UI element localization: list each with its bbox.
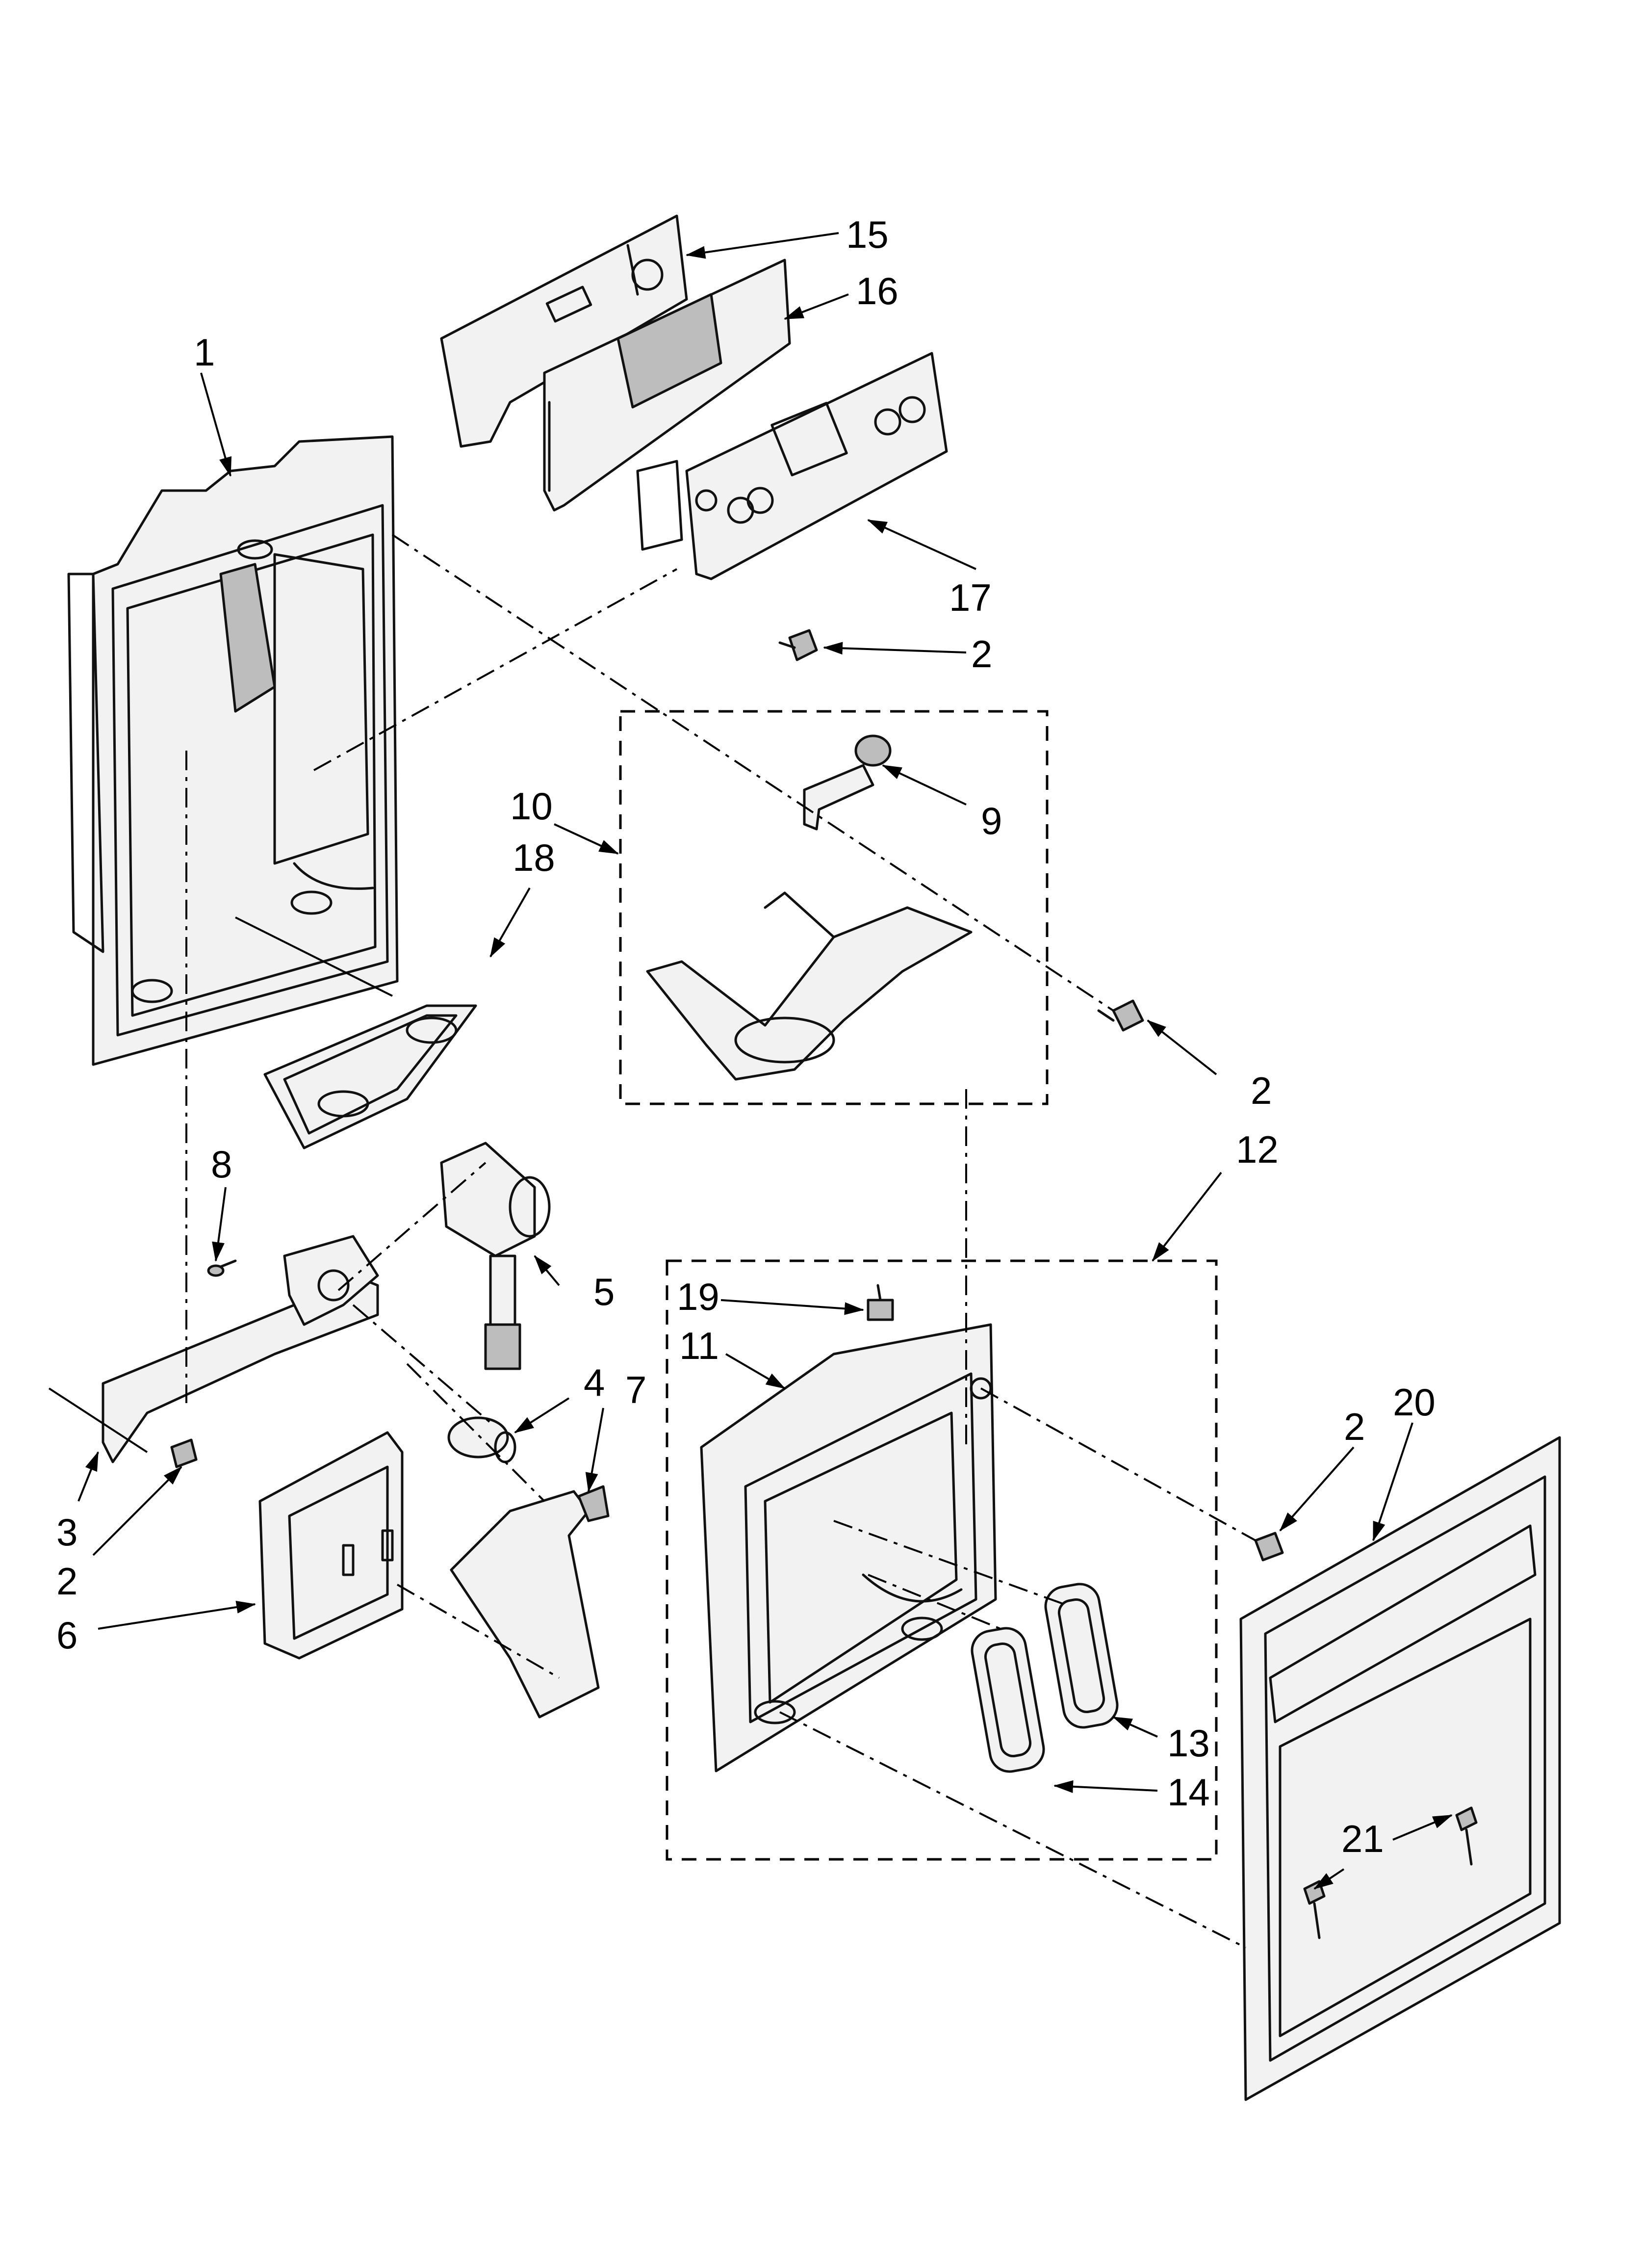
callout-20: 20: [1393, 1381, 1436, 1424]
callout-8: 8: [211, 1143, 232, 1186]
part-15-bracket: [440, 214, 688, 448]
callout-15: 15: [846, 213, 889, 256]
callout-16: 16: [856, 269, 898, 313]
leader-lines: [77, 232, 1453, 1890]
callout-2b: 2: [1251, 1069, 1272, 1112]
part-9-fitting: [803, 734, 892, 831]
part-14-pad: [971, 1627, 1045, 1773]
callout-1: 1: [194, 331, 215, 374]
callout-2c: 2: [56, 1560, 77, 1603]
callout-12: 12: [1236, 1128, 1279, 1171]
callout-10: 10: [510, 784, 553, 828]
callout-2d: 2: [1344, 1405, 1365, 1448]
part-2-screw-a: [778, 629, 818, 661]
part-2-screw-c: [170, 1438, 198, 1468]
callout-6: 6: [56, 1614, 77, 1657]
callout-7: 7: [625, 1368, 646, 1411]
part-19-switch: [867, 1284, 894, 1321]
callout-17: 17: [949, 576, 992, 619]
part-7-lever: [450, 1485, 610, 1719]
part-3-bracket: [102, 1235, 379, 1463]
part-18-drip-tray: [263, 1004, 477, 1149]
callout-18: 18: [513, 836, 555, 879]
callout-4: 4: [584, 1361, 605, 1404]
part-11-frame: [700, 1323, 997, 1773]
alignment-lines: [48, 534, 1256, 1949]
callout-19: 19: [677, 1275, 719, 1318]
part-5-motor: [440, 1142, 551, 1370]
assembly-10-box: [619, 710, 1049, 1105]
callout-3: 3: [56, 1511, 77, 1554]
callout-21: 21: [1341, 1817, 1384, 1860]
assembly-12-box: [666, 1259, 1218, 1861]
part-13-pad: [1044, 1583, 1119, 1729]
part-1-dispenser-housing: [67, 435, 399, 1066]
callouts: 1 15 16 17 2 9 10 18 2 12 8 5 4 7 3 2 6 …: [56, 213, 1436, 1860]
callout-11: 11: [679, 1324, 719, 1367]
part-8-pin: [207, 1259, 237, 1277]
part-10-chute: [646, 891, 973, 1081]
part-2-screw-d: [1254, 1532, 1284, 1562]
callout-5: 5: [593, 1270, 615, 1313]
part-20-front-panel: [1239, 1436, 1561, 2101]
part-6-switch-cover: [258, 1431, 404, 1660]
callout-14: 14: [1167, 1771, 1210, 1814]
part-2-screw-b: [1097, 999, 1144, 1032]
callout-2a: 2: [971, 632, 992, 676]
callout-9: 9: [981, 799, 1002, 842]
part-4-knob: [447, 1416, 516, 1463]
callout-13: 13: [1167, 1721, 1210, 1765]
part-17-control-panel: [636, 352, 948, 580]
part-16-control-board: [543, 259, 791, 512]
